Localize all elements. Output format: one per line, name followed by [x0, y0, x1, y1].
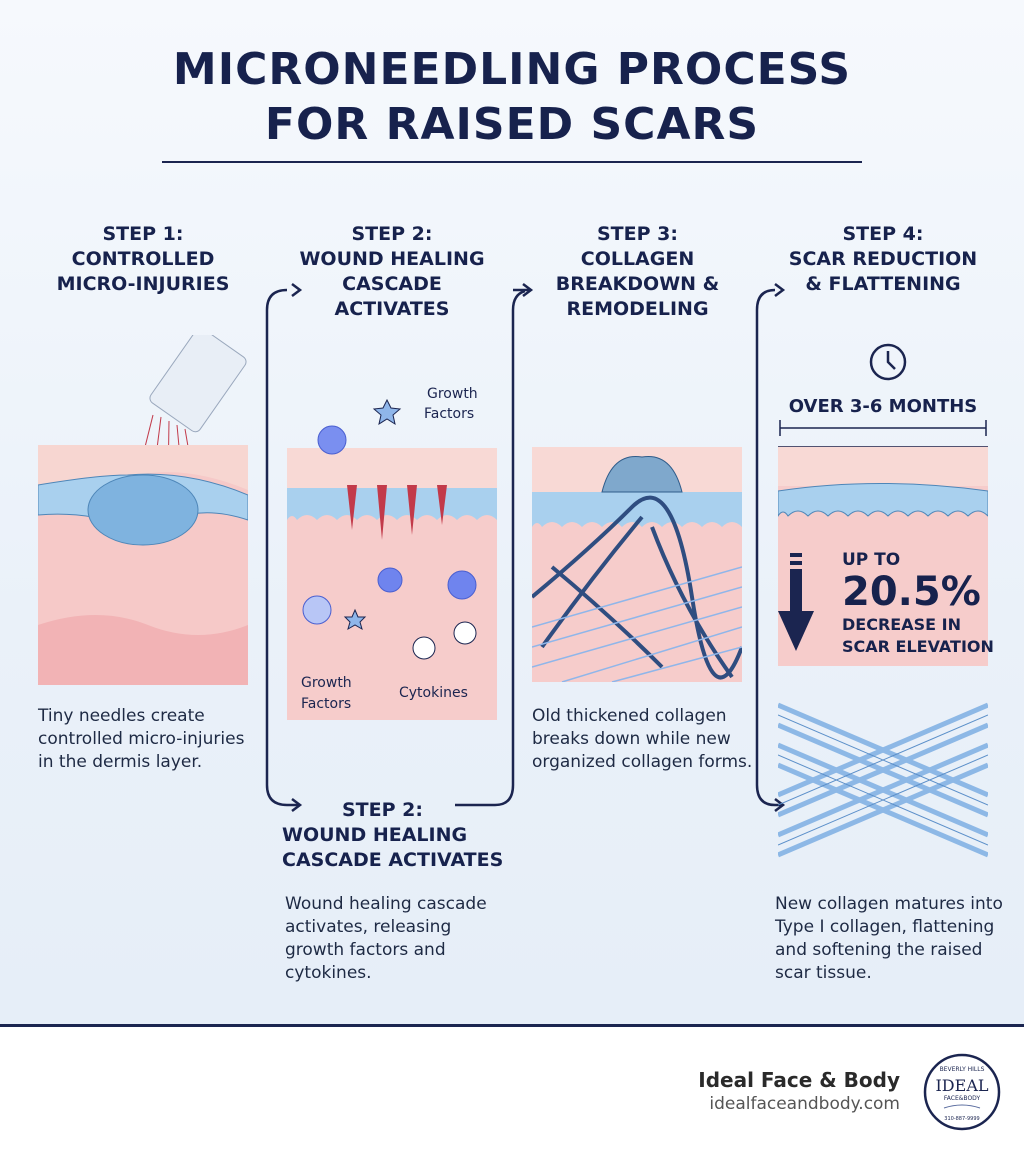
- timeframe-bracket: [779, 420, 987, 436]
- label-cytokines: Cytokines: [399, 685, 468, 701]
- brand-block: Ideal Face & Body idealfaceandbody.com: [698, 1068, 900, 1114]
- logo-text-main: IDEAL: [935, 1076, 988, 1095]
- title-line-2: FOR RAISED SCARS: [264, 99, 760, 150]
- down-arrow-icon: [778, 553, 814, 651]
- stat-value: 20.5%: [842, 569, 981, 615]
- brand-logo: BEVERLY HILLS IDEAL FACE&BODY 310-887-99…: [923, 1053, 1001, 1131]
- step-title: CONTROLLED: [71, 248, 215, 270]
- collagen-fibers-illustration: [778, 702, 988, 858]
- step-2-heading: STEP 2: WOUND HEALING CASCADE ACTIVATES: [282, 222, 502, 322]
- step-title: WOUND HEALING: [299, 248, 485, 270]
- logo-text-phone: 310-887-9999: [944, 1116, 979, 1122]
- step-1-illustration: [38, 335, 248, 685]
- step-3-heading: STEP 3: COLLAGEN BREAKDOWN & REMODELING: [530, 222, 745, 322]
- stat-prefix: UP TO: [842, 550, 901, 570]
- label-growth-factors-bottom-2: Factors: [301, 696, 351, 712]
- label-growth-factors-top-2: Factors: [424, 406, 474, 422]
- step-title: & FLATTENING: [805, 273, 961, 295]
- step-title: MICRO-INJURIES: [56, 273, 230, 295]
- logo-text-sub: FACE&BODY: [944, 1095, 981, 1102]
- clock-icon: [869, 343, 907, 381]
- title-line-1: MICRONEEDLING PROCESS: [172, 44, 852, 95]
- step-number: STEP 2:: [342, 799, 423, 821]
- growth-factor-star-icon: [343, 398, 402, 631]
- connector-arrows: [265, 283, 525, 812]
- step-2-repeat-heading: STEP 2: WOUND HEALING CASCADE ACTIVATES: [282, 798, 522, 873]
- step-1-description: Tiny needles create controlled micro-inj…: [38, 706, 245, 772]
- label-growth-factors-bottom-1: Growth: [301, 675, 352, 691]
- title-divider: [162, 161, 862, 163]
- step-4-illustration: [778, 446, 988, 666]
- step-number: STEP 3:: [597, 223, 678, 245]
- brand-url[interactable]: idealfaceandbody.com: [709, 1094, 900, 1114]
- step-3-description: Old thickened collagen breaks down while…: [532, 706, 753, 772]
- step-3-illustration: [532, 447, 742, 682]
- label-growth-factors-top-1: Growth: [427, 386, 478, 402]
- stat-block: UP TO 20.5% DECREASE IN SCAR ELEVATION: [842, 550, 994, 658]
- step-4-heading: STEP 4: SCAR REDUCTION & FLATTENING: [772, 222, 994, 297]
- stat-suffix: SCAR ELEVATION: [842, 637, 994, 656]
- step-title: COLLAGEN: [580, 248, 695, 270]
- brand-name: Ideal Face & Body: [698, 1068, 900, 1092]
- step-2-illustration: Growth Factors Growth Factors Cytokines: [287, 386, 497, 720]
- step-title: CASCADE ACTIVATES: [282, 849, 504, 871]
- connector-arrows-2: [513, 283, 786, 812]
- step-number: STEP 2:: [351, 223, 433, 245]
- step-title: REMODELING: [566, 298, 709, 320]
- cell-icon: [302, 425, 477, 660]
- footer-divider: [0, 1024, 1024, 1027]
- step-4-description: New collagen matures into Type I collage…: [775, 894, 1003, 983]
- stat-suffix: DECREASE IN: [842, 615, 961, 634]
- timeframe-label: OVER 3-6 MONTHS: [788, 396, 978, 417]
- step-title: BREAKDOWN &: [555, 273, 720, 295]
- step-title: CASCADE: [342, 273, 442, 295]
- step-2-description: Wound healing cascade activates, releasi…: [285, 894, 487, 983]
- step-1-heading: STEP 1: CONTROLLED MICRO-INJURIES: [38, 222, 248, 297]
- step-title: WOUND HEALING: [282, 824, 468, 846]
- step-title: SCAR REDUCTION: [788, 248, 978, 270]
- step-number: STEP 4:: [842, 223, 924, 245]
- step-number: STEP 1:: [102, 223, 184, 245]
- logo-text-top: BEVERLY HILLS: [940, 1066, 985, 1073]
- step-title: ACTIVATES: [334, 298, 450, 320]
